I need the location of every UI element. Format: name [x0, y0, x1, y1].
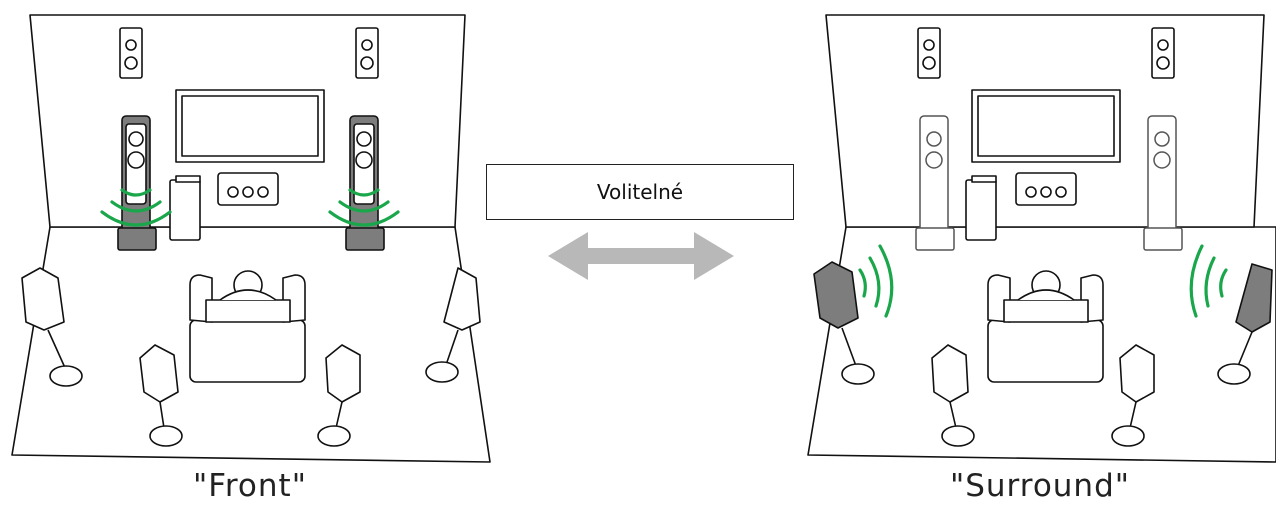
- surround-back-speaker-right: [317, 344, 361, 447]
- height-speaker-left: [119, 27, 143, 79]
- front-speaker-right: [345, 115, 385, 251]
- armchair-icon: [987, 270, 1104, 383]
- tv-icon: [971, 89, 1121, 163]
- front-room: [11, 14, 491, 463]
- height-speaker-right: [355, 27, 379, 79]
- surround-speaker-right: [425, 267, 481, 383]
- surround-back-speaker-right: [1111, 344, 1155, 447]
- front-speaker-left: [117, 115, 157, 251]
- surround-back-speaker-left: [931, 344, 975, 447]
- subwoofer: [965, 175, 997, 241]
- optional-label: Volitelné: [486, 164, 794, 220]
- height-speaker-right: [1151, 27, 1175, 79]
- front-caption: "Front": [193, 468, 307, 504]
- optional-label-text: Volitelné: [596, 180, 684, 204]
- height-speaker-left: [917, 27, 941, 79]
- surround-speaker-left: [21, 267, 83, 387]
- front-speaker-right: [1143, 115, 1183, 251]
- sound-wave-icon: [100, 188, 172, 227]
- center-speaker: [1015, 172, 1077, 206]
- armchair-icon: [189, 270, 306, 383]
- surround-speaker-right: [1217, 263, 1273, 385]
- subwoofer: [169, 175, 201, 241]
- sound-wave-icon: [328, 188, 400, 227]
- sound-wave-icon: [1189, 244, 1228, 318]
- sound-wave-icon: [858, 244, 894, 318]
- surround-caption: "Surround": [949, 468, 1131, 504]
- center-speaker: [217, 172, 279, 206]
- tv-icon: [175, 89, 325, 163]
- surround-back-speaker-left: [139, 344, 183, 447]
- front-speaker-left: [915, 115, 955, 251]
- surround-room: [807, 14, 1276, 463]
- surround-speaker-left: [813, 261, 875, 385]
- double-headed-arrow-icon: [548, 232, 734, 280]
